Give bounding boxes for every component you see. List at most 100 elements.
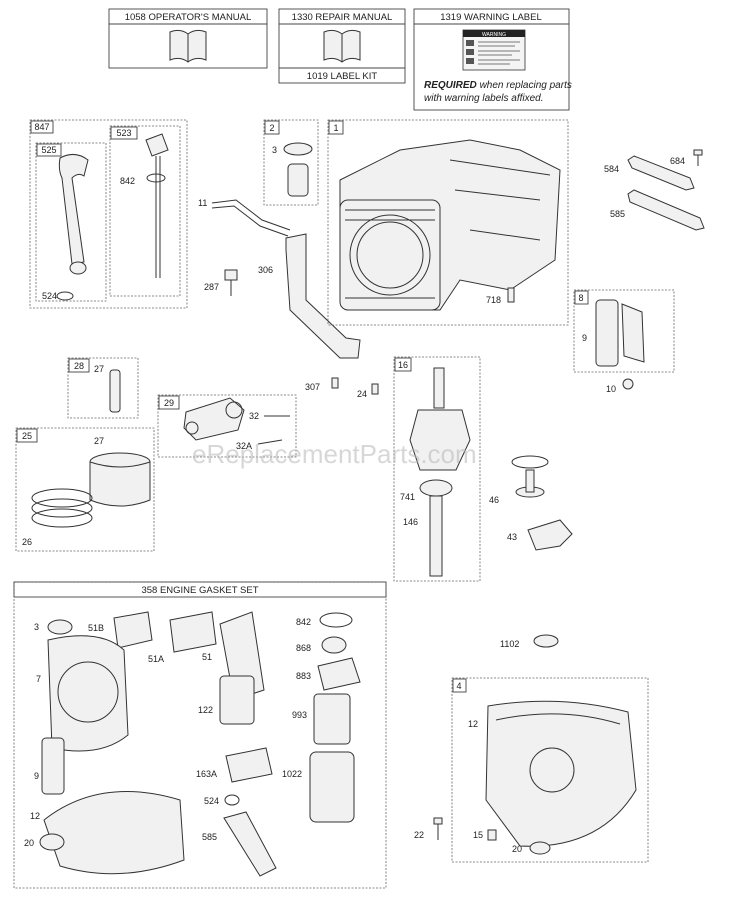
gasket-51b-label: 51B — [88, 623, 104, 633]
governor-crank-43 — [527, 519, 573, 551]
plug-15 — [487, 829, 497, 841]
air-guide-306 — [285, 233, 361, 359]
part-2-label: 2 — [269, 123, 274, 133]
crankshaft-group: 16 741 146 — [393, 356, 481, 582]
piston — [89, 452, 151, 507]
gasket-51b — [113, 611, 153, 649]
part-16-label: 16 — [398, 360, 408, 370]
part-15-label: 15 — [473, 830, 483, 840]
warning-sticker-icon: WARNING — [462, 29, 526, 71]
part-29-label: 29 — [164, 398, 174, 408]
part-585-label: 585 — [610, 209, 625, 219]
gasket-585b — [223, 811, 277, 877]
gasket-993 — [313, 693, 351, 745]
gasket-9 — [41, 737, 65, 795]
dipstick-group-847: 847 525 524 523 842 — [29, 119, 188, 309]
part-524-label: 524 — [42, 291, 57, 301]
warning-label-title: 1319 WARNING LABEL — [440, 12, 542, 23]
governor-gear-46 — [511, 455, 549, 498]
part-146-label: 146 — [403, 517, 418, 527]
pin-24 — [371, 383, 379, 395]
dipstick-tube — [58, 154, 89, 275]
seal-1102 — [533, 634, 559, 648]
part-24-label: 24 — [357, 389, 367, 399]
wrist-pin — [109, 369, 121, 413]
screw-10 — [622, 378, 634, 390]
governor-group: 46 43 — [489, 455, 573, 551]
part-584-label: 584 — [604, 164, 619, 174]
gasket-993-label: 993 — [292, 710, 307, 720]
gasket-163a — [225, 747, 273, 783]
connecting-rod — [183, 397, 245, 441]
part-46-label: 46 — [489, 495, 499, 505]
crankshaft — [409, 367, 471, 577]
valve-guide — [287, 163, 309, 197]
gasket-122-label: 122 — [198, 705, 213, 715]
gasket-51-label: 51 — [202, 652, 212, 662]
part-32-label: 32 — [249, 411, 259, 421]
gasket-20-label: 20 — [24, 838, 34, 848]
group-8: 8 9 10 — [573, 289, 675, 394]
exhaust-gasket-group: 584 684 585 — [604, 149, 705, 231]
part-25-label: 25 — [22, 431, 32, 441]
gasket-585b-label: 585 — [202, 832, 217, 842]
part-741-label: 741 — [400, 492, 415, 502]
gasket-51a — [169, 611, 217, 653]
part-287-label: 287 — [204, 282, 219, 292]
gasket-842-label: 842 — [296, 617, 311, 627]
valve-seal — [283, 142, 313, 156]
part-1-label: 1 — [333, 123, 338, 133]
o-ring-524b — [224, 794, 240, 806]
operators-manual-box: 1058 OPERATOR'S MANUAL — [108, 8, 268, 69]
part-11-label: 11 — [198, 198, 207, 208]
part-22-label: 22 — [414, 830, 424, 840]
part-32a-label: 32A — [236, 441, 252, 451]
gasket-524-label: 524 — [204, 796, 219, 806]
part-307-label: 307 — [305, 382, 320, 392]
rod-bolt-a — [257, 439, 283, 445]
gasket-12-label: 12 — [30, 811, 40, 821]
gasket-883 — [317, 657, 361, 691]
dipstick — [145, 133, 169, 278]
breather-tube-11 — [211, 199, 291, 237]
valve-cover — [621, 303, 645, 363]
part-43-label: 43 — [507, 532, 517, 542]
seal-3 — [47, 619, 73, 635]
required-note-line1: REQUIRED when replacing parts — [424, 80, 572, 91]
seal-20 — [39, 833, 65, 851]
gasket-584 — [627, 155, 695, 191]
part-847-label: 847 — [34, 122, 49, 132]
gasket-9-label: 9 — [34, 771, 39, 781]
gasket-163a-label: 163A — [196, 769, 217, 779]
sump-gasket-12 — [43, 791, 185, 875]
part-4-label: 4 — [456, 681, 461, 691]
operators-manual-label: 1058 OPERATOR'S MANUAL — [125, 12, 252, 23]
gasket-51a-label: 51A — [148, 654, 164, 664]
label-kit-label: 1019 LABEL KIT — [307, 71, 378, 82]
part-684-label: 684 — [670, 156, 685, 166]
screw-307 — [331, 377, 339, 389]
gasket-1022-label: 1022 — [282, 769, 302, 779]
gasket-7-label: 7 — [36, 674, 41, 684]
sump-group: 1102 4 12 22 15 20 — [414, 634, 649, 863]
book-icon — [323, 29, 361, 63]
part-12-label: 12 — [468, 719, 478, 729]
part-842-label: 842 — [120, 176, 135, 186]
piston-rings — [31, 488, 93, 528]
gasket-883-label: 883 — [296, 671, 311, 681]
gasket-set-title: 358 ENGINE GASKET SET — [141, 585, 258, 596]
piston-group: 28 27 29 32 32A 25 27 26 — [15, 357, 297, 552]
gasket-1022 — [309, 751, 355, 823]
part-306-label: 306 — [258, 265, 273, 275]
part-27b-label: 27 — [94, 436, 104, 446]
book-icon — [169, 29, 207, 63]
o-ring-524 — [56, 291, 74, 301]
part-10-label: 10 — [606, 384, 616, 394]
repair-manual-box: 1330 REPAIR MANUAL 1019 LABEL KIT — [278, 8, 406, 84]
dowel-pin-718 — [507, 287, 515, 303]
gasket-868-label: 868 — [296, 643, 311, 653]
part-20b-label: 20 — [512, 844, 522, 854]
gasket-3-label: 3 — [34, 622, 39, 632]
cylinder-block — [339, 139, 561, 311]
